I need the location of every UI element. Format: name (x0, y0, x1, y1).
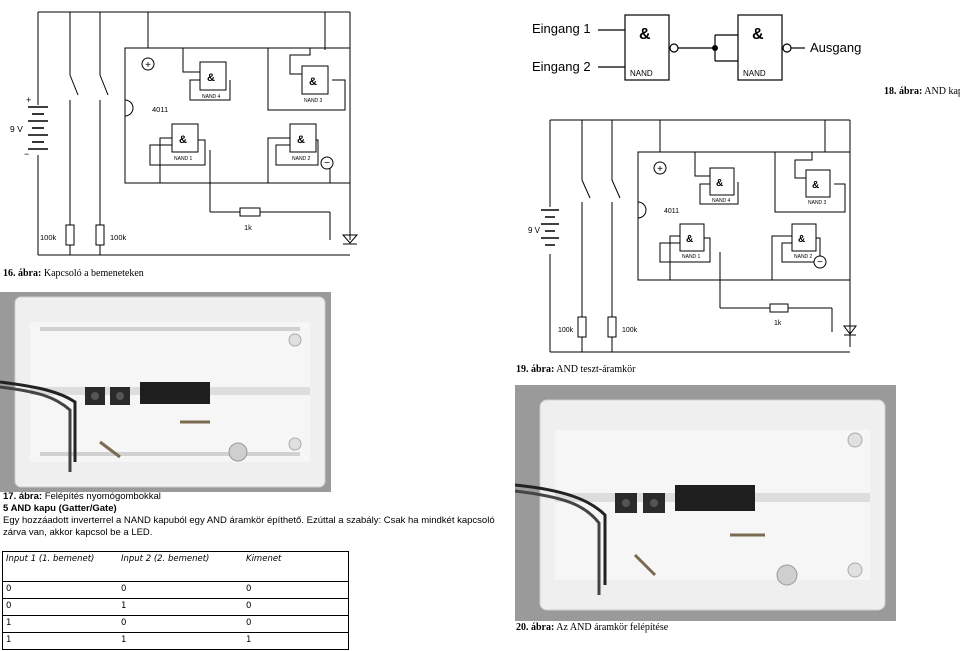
gate-diagram-figure-18: Eingang 1 Eingang 2 Ausgang & & NAND NAN… (520, 5, 880, 87)
table-row: 1 1 1 (2, 632, 349, 650)
svg-text:&: & (716, 178, 723, 189)
section-body: Egy hozzáadott inverterrel a NAND kapubó… (3, 515, 495, 538)
svg-text:NAND: NAND (630, 69, 653, 78)
battery-label: 9 V (10, 124, 23, 134)
svg-text:&: & (686, 234, 693, 245)
svg-text:NAND 2: NAND 2 (794, 254, 813, 260)
gate-label: NAND 2 (292, 156, 311, 162)
svg-text:&: & (798, 234, 805, 245)
breadboard-photo-17 (0, 292, 331, 492)
ic-label: 4011 (664, 208, 679, 215)
svg-text:1k: 1k (774, 320, 782, 327)
svg-text:100k: 100k (558, 327, 574, 334)
svg-text:&: & (639, 26, 651, 43)
header-output: Kimenet (243, 551, 349, 582)
resistor-label: 1k (244, 223, 252, 232)
truth-table-header-row: Input 1 (1. bemenet) Input 2 (2. bemenet… (2, 551, 349, 582)
svg-text:−: − (324, 158, 330, 169)
caption-fig-20: 20. ábra: Az AND áramkör felépítése (516, 622, 669, 633)
breadboard-17-svg (0, 296, 326, 488)
breadboard-20-svg (514, 399, 886, 611)
gate-label: NAND 4 (202, 94, 221, 100)
gate-label: NAND 1 (174, 156, 193, 162)
caption-fig-17: 17. ábra: Felépítés nyomógombokkal (3, 491, 161, 502)
resistor-label: 100k (40, 233, 57, 242)
gate-diagram-svg: Eingang 1 Eingang 2 Ausgang & & NAND NAN… (532, 14, 861, 81)
ic-label: 4011 (152, 105, 168, 114)
input-2-label: Eingang 2 (532, 59, 591, 74)
svg-text:100k: 100k (622, 327, 638, 334)
output-label: Ausgang (810, 40, 861, 55)
caption-fig-19: 19. ábra: AND teszt-áramkör (516, 364, 636, 375)
svg-text:NAND 3: NAND 3 (808, 200, 827, 206)
header-input-1: Input 1 (1. bemenet) (2, 551, 118, 582)
battery-label: 9 V (528, 226, 541, 235)
svg-text:&: & (297, 134, 305, 146)
svg-text:−: − (817, 257, 823, 268)
schematic-19-svg: + − 9 V 4011 & & & & NAND 4 NAND 3 NAND … (528, 119, 857, 353)
gate-label: NAND 3 (304, 98, 323, 104)
svg-text:NAND: NAND (743, 69, 766, 78)
svg-text:&: & (179, 134, 187, 146)
svg-text:&: & (752, 26, 764, 43)
table-row: 0 0 0 (2, 581, 349, 599)
svg-text:+: + (26, 95, 31, 105)
resistor-label: 100k (110, 233, 127, 242)
truth-table: Input 1 (1. bemenet) Input 2 (2. bemenet… (2, 551, 349, 650)
svg-text:&: & (207, 72, 215, 84)
input-1-label: Eingang 1 (532, 21, 591, 36)
svg-text:NAND 4: NAND 4 (712, 198, 731, 204)
table-row: 0 1 0 (2, 598, 349, 616)
svg-text:+: + (145, 60, 151, 71)
caption-fig-18: 18. ábra: AND kapu (884, 86, 960, 97)
svg-text:&: & (812, 180, 819, 191)
breadboard-photo-20 (514, 385, 896, 621)
caption-fig-16: 16. ábra: Kapcsoló a bemeneteken (3, 268, 144, 279)
schematic-figure-16: + − + − 9 V 4011 & & & & NAND 4 NAND 3 N… (0, 0, 372, 265)
schematic-16-svg: + − + − 9 V 4011 & & & & NAND 4 NAND 3 N… (10, 11, 359, 256)
svg-text:+: + (657, 164, 663, 175)
section-heading: 5 AND kapu (Gatter/Gate) (3, 503, 117, 514)
svg-text:NAND 1: NAND 1 (682, 254, 701, 260)
table-row: 1 0 0 (2, 615, 349, 633)
svg-text:−: − (24, 149, 29, 159)
svg-text:&: & (309, 76, 317, 88)
header-input-2: Input 2 (2. bemenet) (118, 551, 243, 582)
schematic-figure-19: + − 9 V 4011 & & & & NAND 4 NAND 3 NAND … (520, 112, 875, 360)
